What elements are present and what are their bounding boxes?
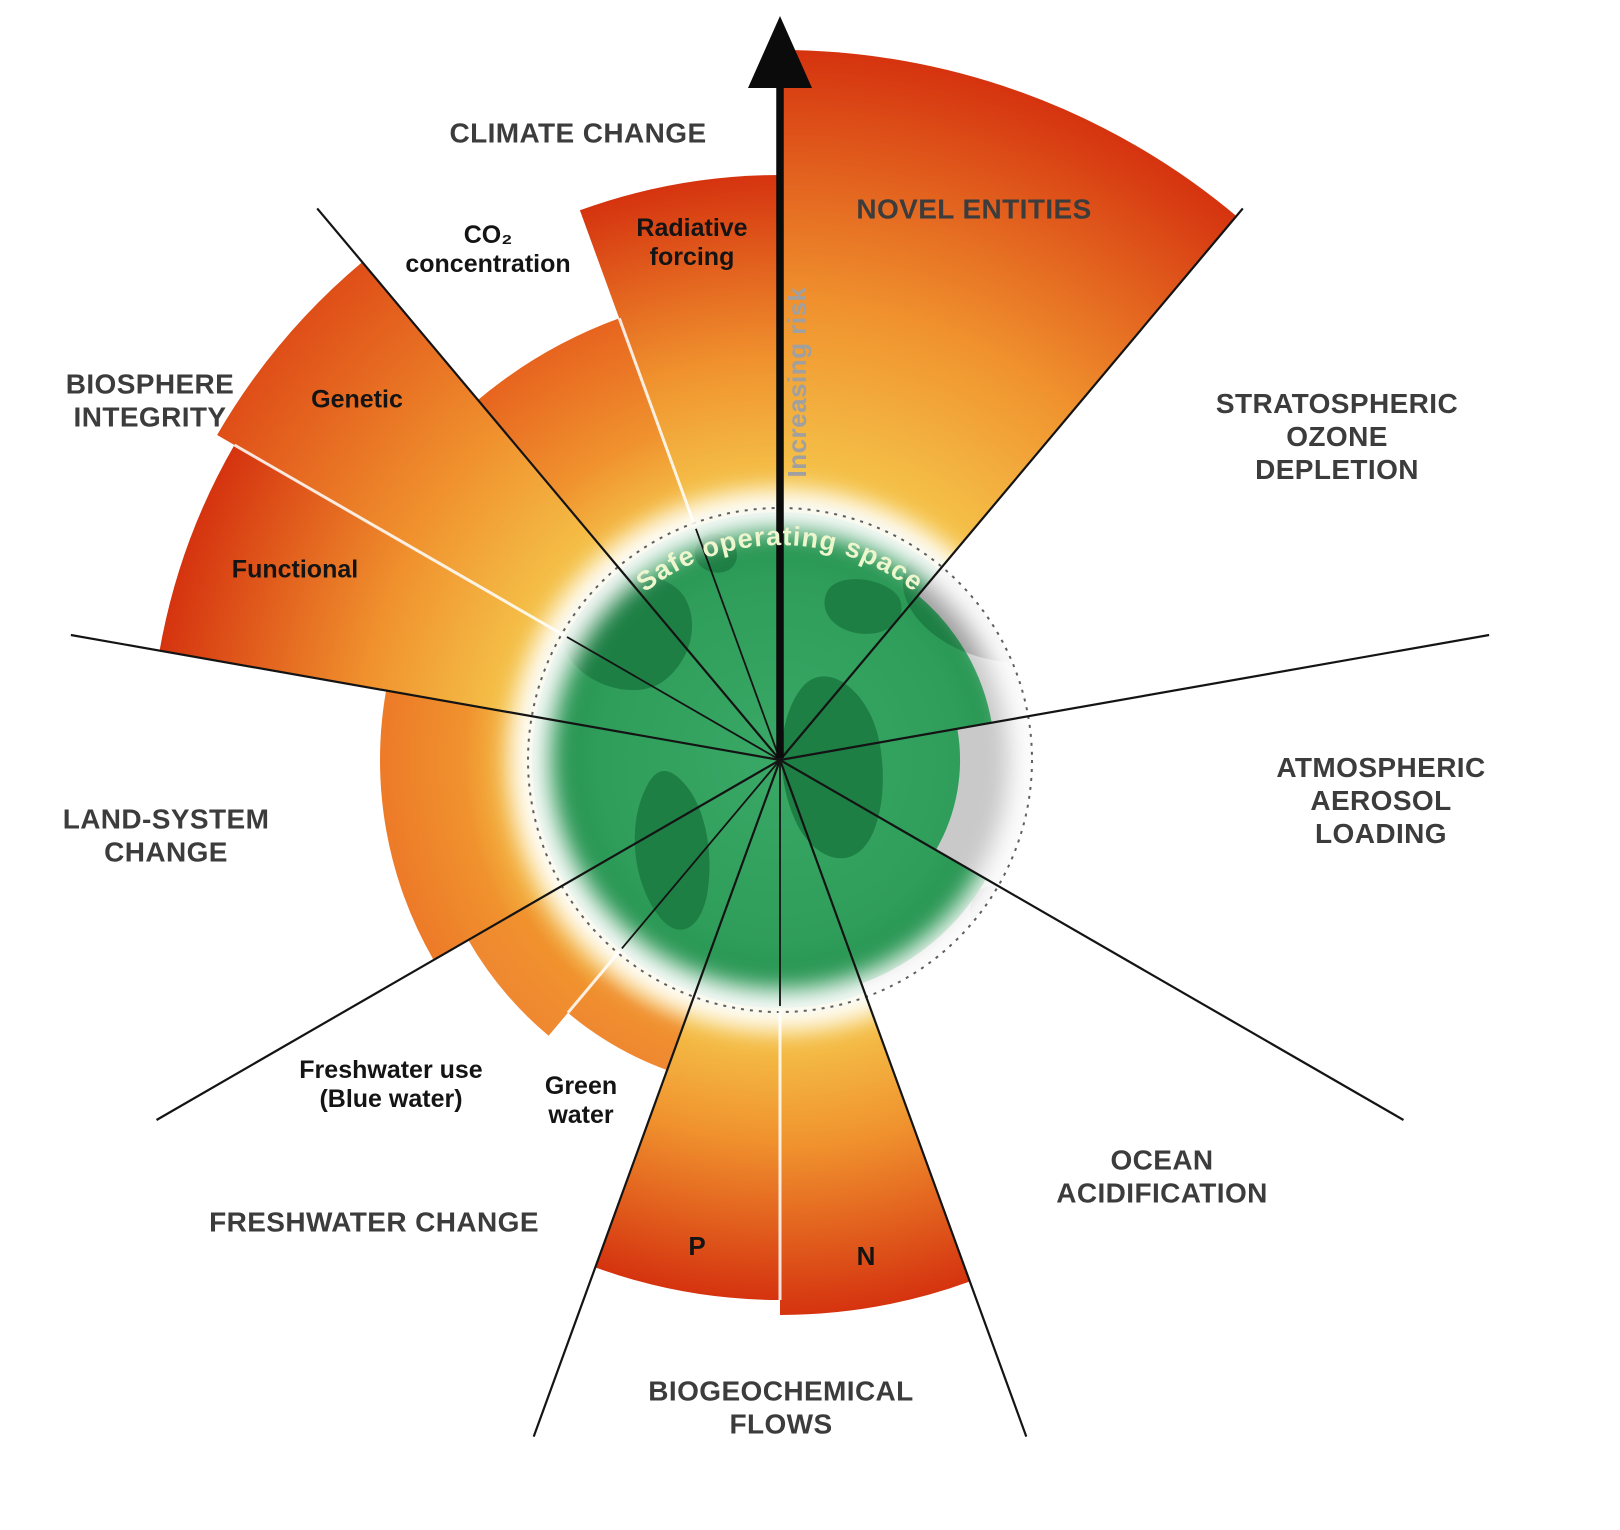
label-biosphere-integrity: BIOSPHERE INTEGRITY (65, 368, 235, 432)
boundary-dotted-circle (527, 507, 1033, 1013)
label-functional: Functional (231, 555, 359, 584)
sub-divider-outer (233, 443, 565, 637)
sector-divider (778, 759, 1028, 1437)
sector-divider (155, 759, 781, 1121)
sector-divider (70, 633, 781, 762)
label-nitrogen: N (856, 1240, 876, 1271)
sector-divider (532, 759, 782, 1437)
label-land-system-change: LAND-SYSTEM CHANGE (62, 803, 270, 867)
label-co2-concentration: CO₂ concentration (405, 220, 571, 278)
label-green-water: Green water (544, 1071, 618, 1129)
label-phosphorus: P (688, 1230, 706, 1261)
label-radiative-forcing: Radiative forcing (636, 213, 748, 271)
label-blue-water: Freshwater use (Blue water) (299, 1055, 483, 1113)
arrowhead-icon (748, 16, 812, 88)
sub-divider-inner (621, 759, 781, 949)
sub-divider-outer (617, 317, 696, 526)
sub-divider-inner (566, 636, 781, 761)
sub-divider-inner (695, 528, 781, 761)
increasing-risk-label: Increasing risk (782, 286, 812, 477)
label-freshwater-change: FRESHWATER CHANGE (209, 1206, 539, 1238)
label-climate-change: CLIMATE CHANGE (449, 117, 707, 149)
label-ozone-depletion: STRATOSPHERIC OZONE DEPLETION (1215, 387, 1459, 485)
label-novel-entities: NOVEL ENTITIES (856, 193, 1092, 225)
label-biogeochemical-flows: BIOGEOCHEMICAL FLOWS (648, 1375, 914, 1439)
sector-divider (316, 207, 781, 761)
sector-divider (779, 207, 1244, 761)
sector-divider (779, 759, 1405, 1121)
sub-divider-outer (566, 950, 621, 1014)
increasing-risk-arrow (748, 16, 812, 758)
label-aerosol-loading: ATMOSPHERIC AEROSOL LOADING (1276, 751, 1486, 849)
sector-divider (779, 633, 1490, 762)
sector-dividers (70, 207, 1490, 1437)
label-genetic: Genetic (311, 385, 403, 414)
label-ocean-acidification: OCEAN ACIDIFICATION (1056, 1144, 1268, 1208)
